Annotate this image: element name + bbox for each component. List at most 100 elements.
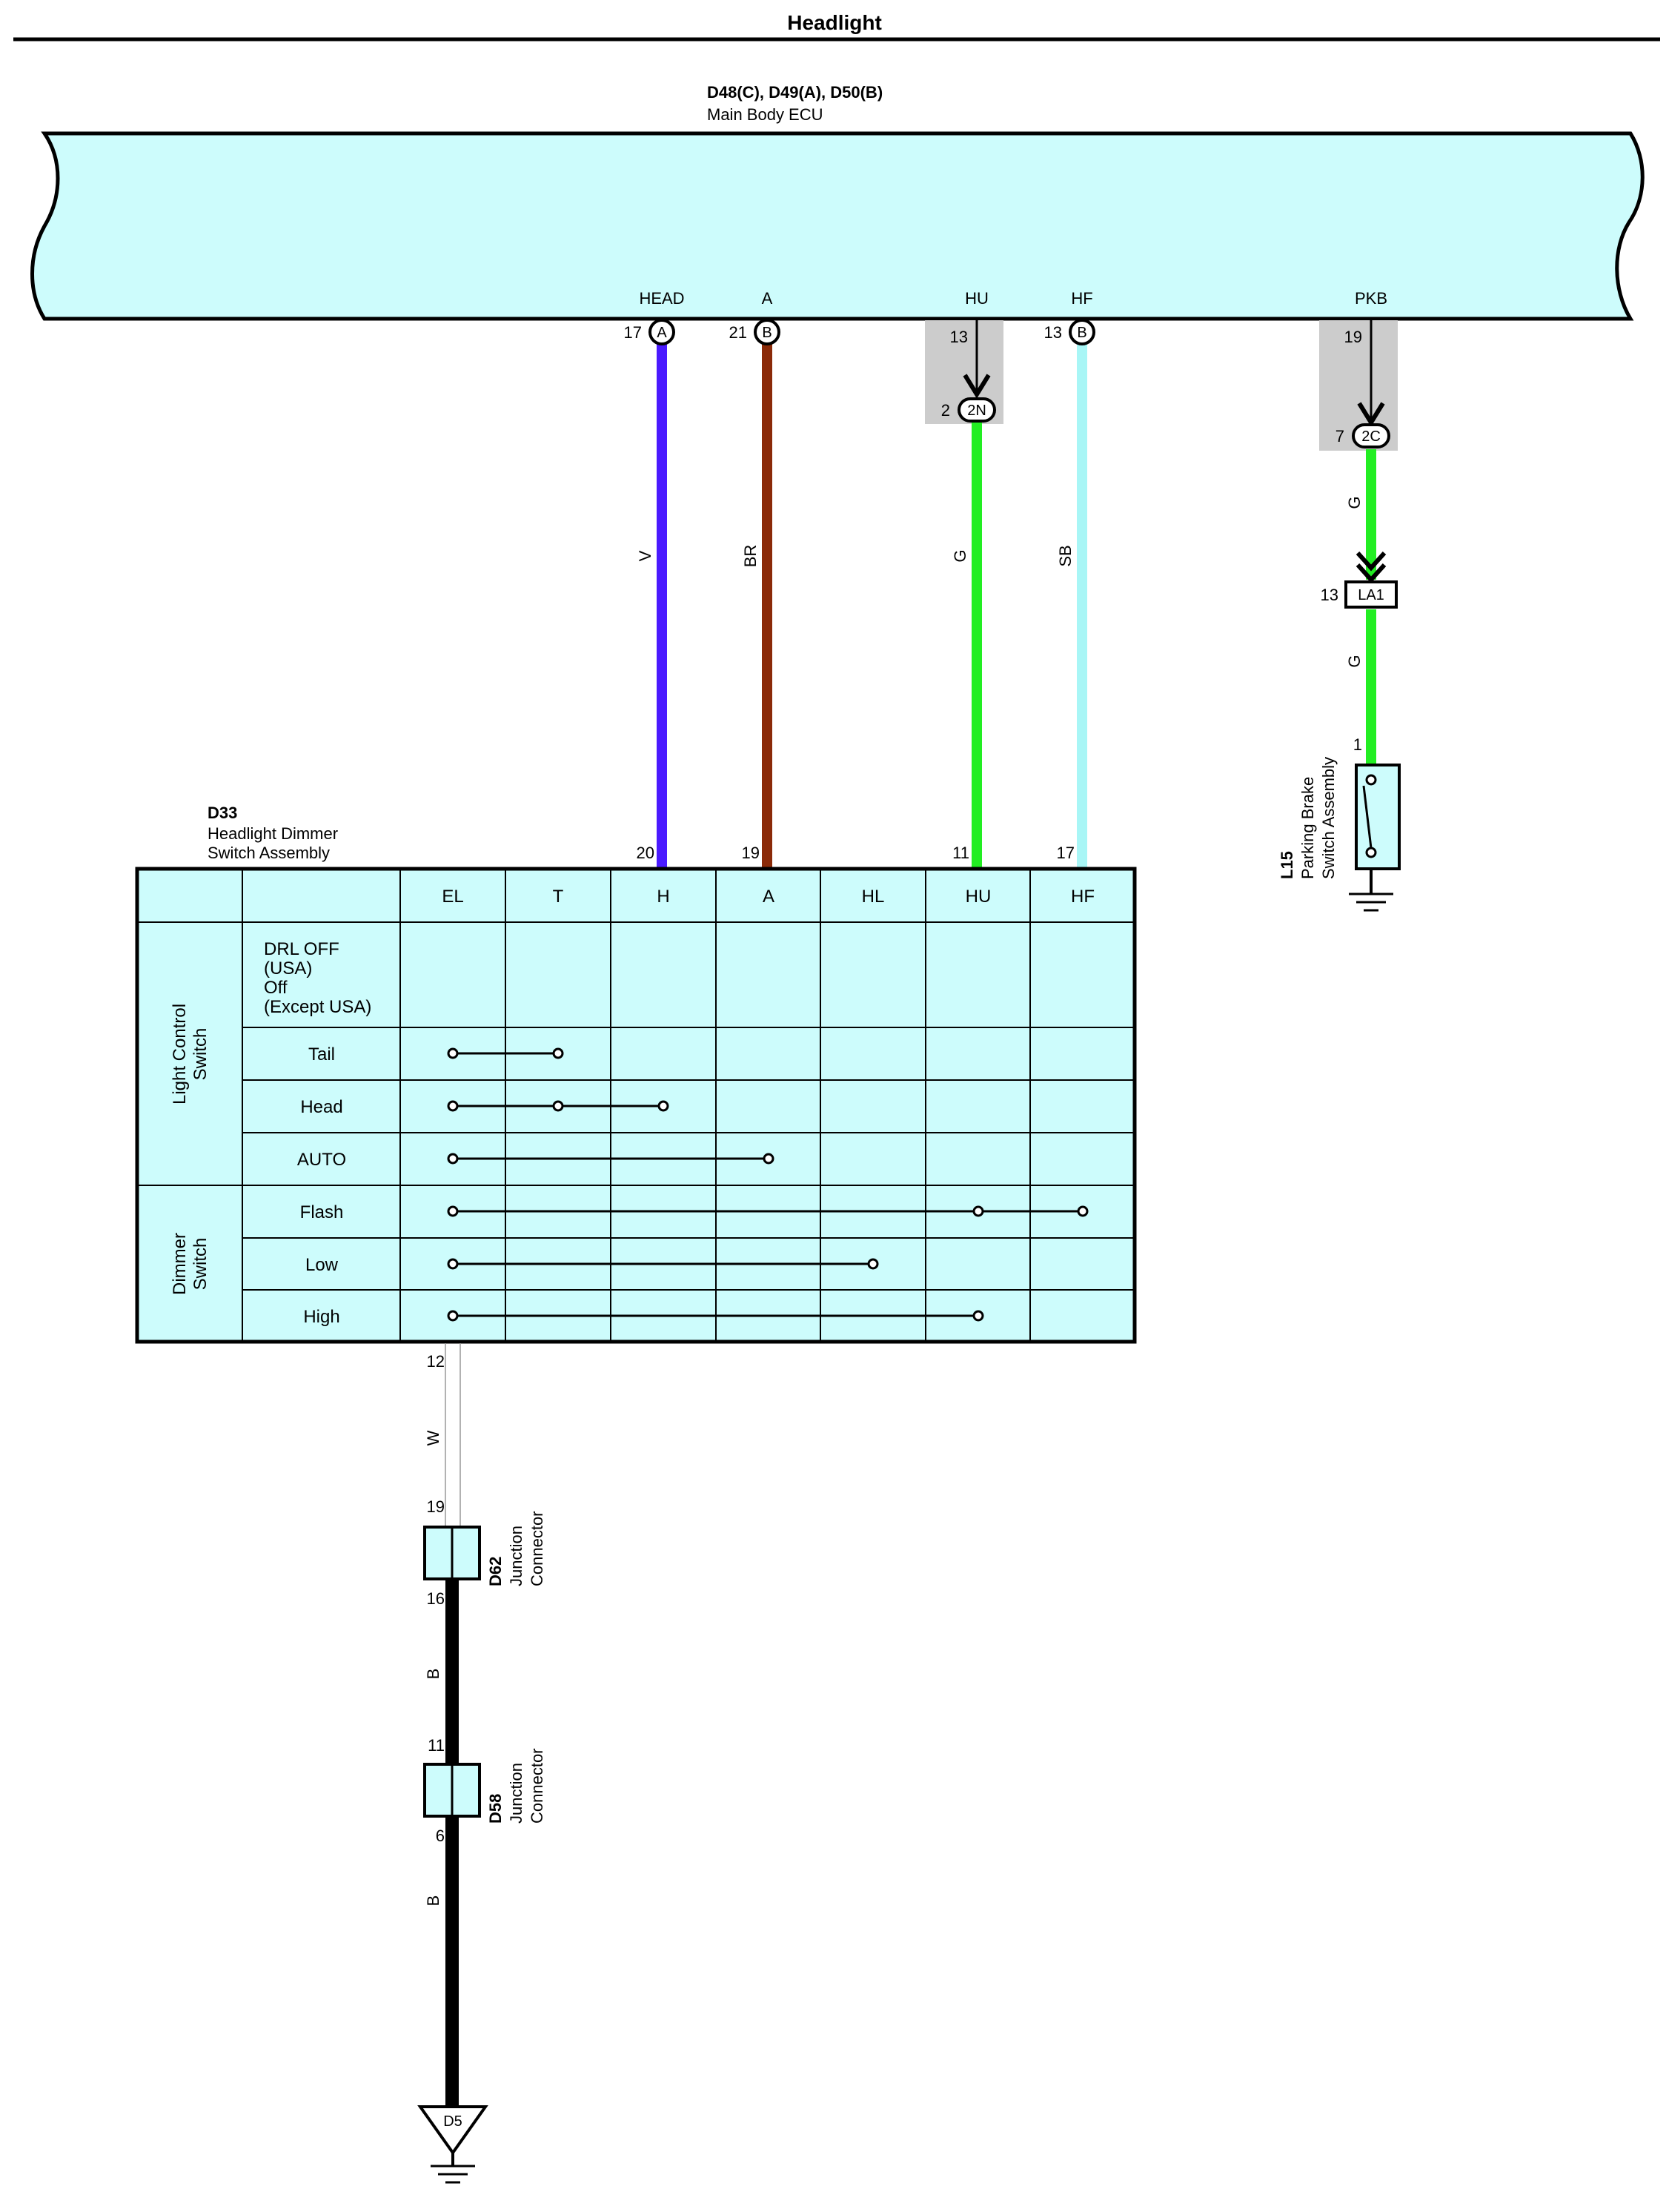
wire-label-w: W xyxy=(424,1430,442,1446)
la1-chevron-lower xyxy=(1356,563,1387,583)
ecu-pin-head: 17 xyxy=(624,323,642,342)
connector-2c xyxy=(1352,423,1390,448)
continuity-flash xyxy=(447,1205,1089,1217)
connector-la1-pin: 13 xyxy=(1321,586,1338,604)
wire-label-sb: SB xyxy=(1056,545,1075,566)
ecu-body xyxy=(30,131,1645,321)
switch-name-line1: Headlight Dimmer xyxy=(208,824,338,843)
group-label-dimmer-line2: Switch xyxy=(190,1238,210,1291)
row-label-head: Head xyxy=(300,1097,342,1117)
junction-d62-line1: Junction xyxy=(507,1526,525,1586)
junction-d62-pin-top: 19 xyxy=(427,1497,445,1516)
row-label-auto: AUTO xyxy=(297,1150,346,1170)
ecu-terminal-name-head: HEAD xyxy=(639,289,684,308)
switch-pin-19: 19 xyxy=(742,844,760,862)
switch-pin-12: 12 xyxy=(427,1352,445,1371)
wire-label-b-lower: B xyxy=(424,1895,442,1907)
switch-pin-17: 17 xyxy=(1057,844,1075,862)
col-header-el: EL xyxy=(442,887,463,907)
parking-brake-name-line2: Switch Assembly xyxy=(1319,757,1338,879)
col-header-hf: HF xyxy=(1071,887,1095,907)
row-label-flash: Flash xyxy=(300,1202,344,1222)
junction-d62-pin-bottom: 16 xyxy=(427,1589,445,1608)
parking-brake-contact-bottom xyxy=(1365,847,1377,858)
connector-2n-pin: 2 xyxy=(941,401,950,420)
group-label-light-control-line2: Switch xyxy=(190,1028,210,1081)
continuity-tail xyxy=(447,1047,564,1059)
connector-2c-pin: 7 xyxy=(1335,427,1344,446)
connector-la1 xyxy=(1344,580,1398,609)
pkb-arrow xyxy=(1357,402,1385,427)
ecu-connector-circle-a xyxy=(754,319,780,345)
switch-pin-11: 11 xyxy=(952,844,969,862)
ecu-pin-pkb: 19 xyxy=(1344,328,1362,346)
parking-brake-switch xyxy=(1355,764,1401,870)
continuity-high xyxy=(447,1310,984,1322)
connector-2n-label: 2N xyxy=(967,403,986,419)
switch-name-line2: Switch Assembly xyxy=(208,844,330,862)
row-label-except-usa: (Except USA) xyxy=(264,997,371,1017)
ground-d5-label: D5 xyxy=(443,2113,462,2130)
connector-2n xyxy=(958,397,996,423)
wire-label-b-upper: B xyxy=(424,1669,442,1680)
parking-brake-ref: L15 xyxy=(1278,851,1296,879)
ecu-connector-letter-a: B xyxy=(762,325,772,341)
ecu-connector-letter-head: A xyxy=(657,325,667,341)
wire-label-g-pkb-lower: G xyxy=(1345,655,1364,667)
wire-label-v: V xyxy=(636,550,654,561)
col-header-hl: HL xyxy=(862,887,885,907)
ecu-connector-letter-hf: B xyxy=(1077,325,1086,341)
ecu-terminal-name-hu: HU xyxy=(965,289,989,308)
parking-brake-contact-top xyxy=(1365,774,1377,786)
switch-pin-20: 20 xyxy=(637,844,654,862)
hu-arrow xyxy=(963,374,991,399)
col-header-h: H xyxy=(657,887,669,907)
col-header-a: A xyxy=(763,887,774,907)
group-label-light-control-line1: Light Control xyxy=(170,1004,190,1105)
junction-d62-line2: Connector xyxy=(528,1511,546,1586)
ecu-ref: D48(C), D49(A), D50(B) xyxy=(707,83,883,102)
wire-label-g-hu: G xyxy=(951,549,969,562)
continuity-head xyxy=(447,1100,669,1112)
ecu-name: Main Body ECU xyxy=(707,105,823,124)
col-header-t: T xyxy=(553,887,564,907)
row-label-off: Off xyxy=(264,978,288,998)
continuity-auto xyxy=(447,1153,774,1165)
ecu-connector-circle-hf xyxy=(1069,319,1095,345)
col-header-hu: HU xyxy=(966,887,992,907)
switch-ref: D33 xyxy=(208,804,237,822)
row-label-low: Low xyxy=(305,1255,339,1275)
ecu-pin-a: 21 xyxy=(729,323,747,342)
junction-d62-ref: D62 xyxy=(486,1557,505,1586)
connector-2c-label: 2C xyxy=(1361,428,1381,445)
junction-d58-line2: Connector xyxy=(528,1748,546,1824)
ecu-terminal-name-hf: HF xyxy=(1071,289,1092,308)
junction-d58-line1: Junction xyxy=(507,1763,525,1824)
junction-d58-pin-top: 11 xyxy=(428,1736,445,1755)
parking-brake-blade xyxy=(1362,785,1373,849)
wire-label-br: BR xyxy=(741,545,760,568)
group-label-dimmer-line1: Dimmer xyxy=(170,1233,190,1295)
connector-la1-label: LA1 xyxy=(1358,587,1384,603)
page-title: Headlight xyxy=(787,11,882,34)
ecu-terminal-name-pkb: PKB xyxy=(1355,289,1387,308)
junction-d58-pin-bottom: 6 xyxy=(436,1827,445,1845)
row-label-tail: Tail xyxy=(308,1044,335,1064)
junction-d58-ref: D58 xyxy=(486,1794,505,1824)
ground-d5-icon xyxy=(431,2165,475,2184)
ground-d5-triangle xyxy=(417,2105,488,2156)
ecu-terminal-name-a: A xyxy=(762,289,773,308)
continuity-low xyxy=(447,1258,879,1270)
row-label-usa: (USA) xyxy=(264,958,312,978)
parking-brake-name-line1: Parking Brake xyxy=(1298,777,1317,879)
parking-brake-pin: 1 xyxy=(1353,735,1362,754)
ecu-pin-hf: 13 xyxy=(1044,323,1062,342)
ecu-connector-circle-head xyxy=(648,319,675,345)
wire-label-g-pkb-upper: G xyxy=(1345,496,1364,509)
table-frame xyxy=(135,867,1137,1344)
parking-brake-ground-icon xyxy=(1349,893,1393,912)
row-label-drl-off: DRL OFF xyxy=(264,939,339,959)
row-label-high: High xyxy=(303,1307,339,1327)
la1-chevron-upper xyxy=(1356,551,1387,572)
